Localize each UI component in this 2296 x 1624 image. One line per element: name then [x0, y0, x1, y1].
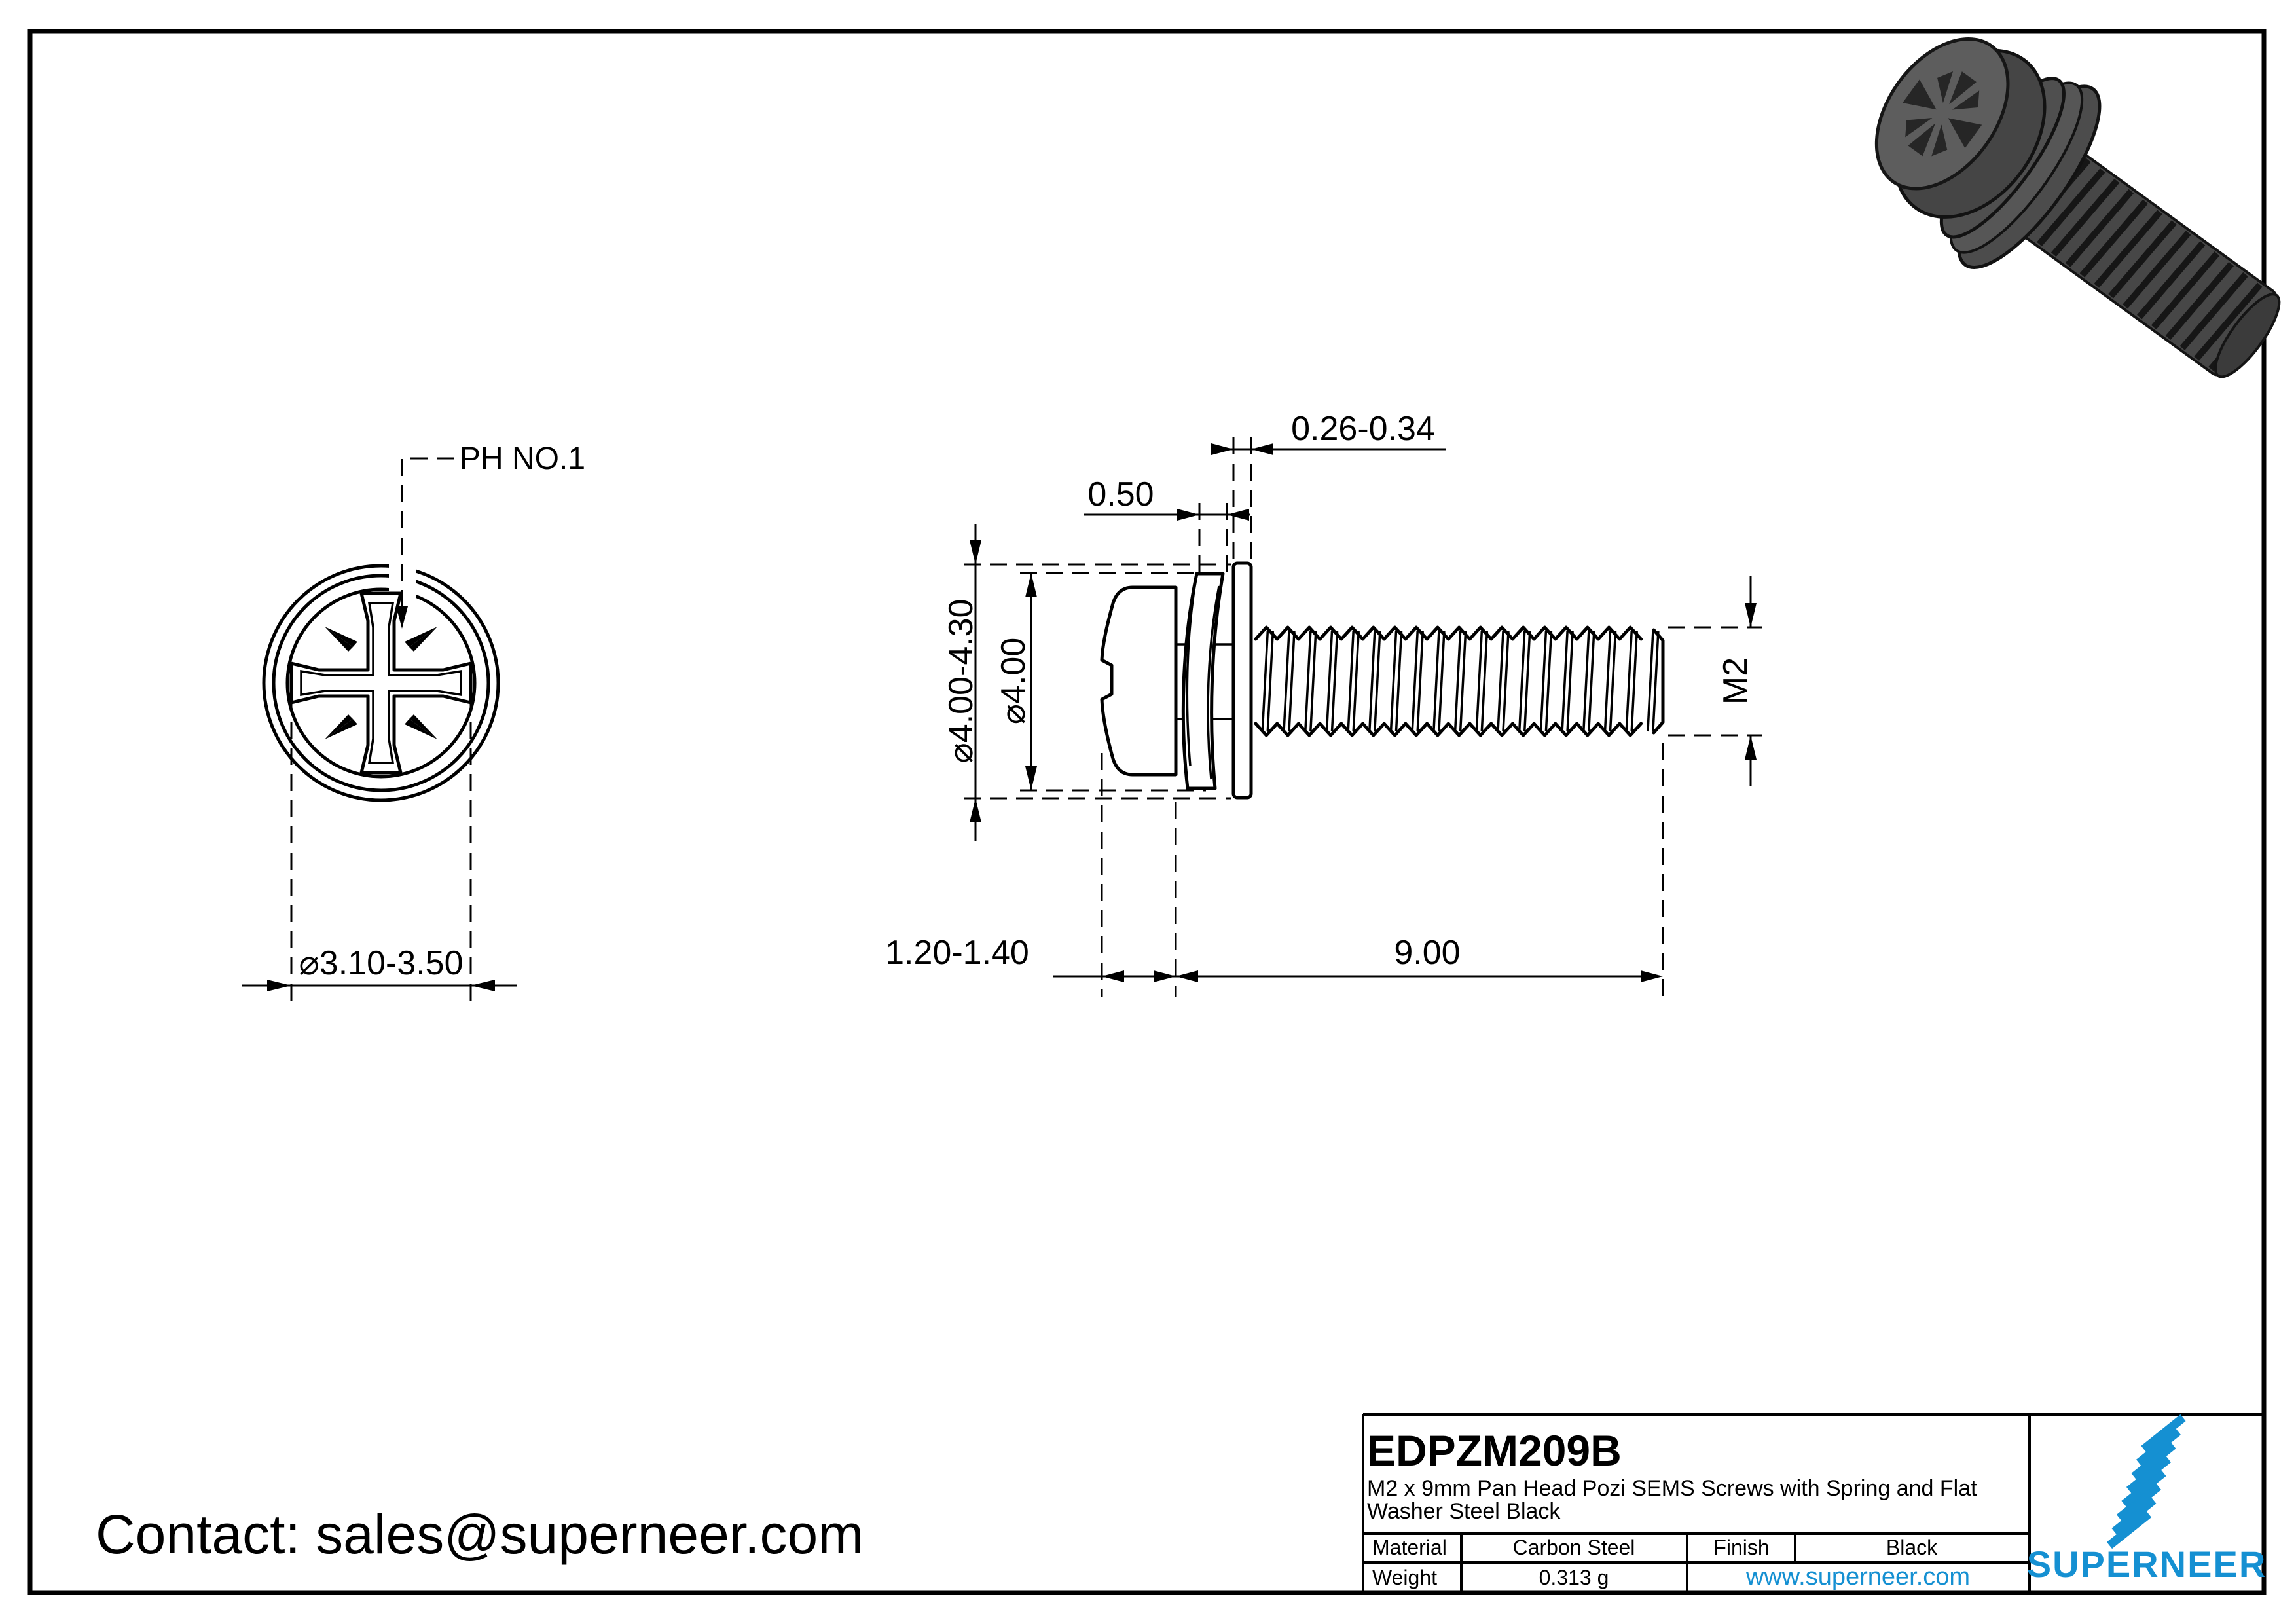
thread-end-chamfer	[1652, 628, 1665, 735]
title-block: EDPZM209B M2 x 9mm Pan Head Pozi SEMS Sc…	[1362, 1413, 2267, 1593]
spring-thk-arrow-left	[1177, 509, 1199, 521]
flat-washer-profile	[1231, 561, 1253, 800]
flat-washer-outline-circle	[262, 564, 500, 802]
thread-length-label: 9.00	[1394, 934, 1460, 972]
recess-dim-arrow-right	[471, 980, 495, 991]
thread-size-label: M2	[1717, 657, 1755, 705]
pan-head-profile	[1100, 585, 1178, 777]
finish-value: Black	[1886, 1536, 1938, 1559]
screw-3d-preview	[1874, 37, 2281, 378]
head-height-arrow-left	[1102, 970, 1124, 982]
superneer-logo: SUPERNEER	[2027, 1414, 2267, 1585]
part-number: EDPZM209B	[1367, 1426, 1622, 1475]
recess-dim-arrow-left	[267, 980, 291, 991]
material-label: Material	[1372, 1536, 1447, 1559]
ph-callout-arrowhead	[396, 606, 408, 629]
flat-thk-label: 0.26-0.34	[1291, 410, 1435, 448]
part-description-line2: Washer Steel Black	[1367, 1499, 1561, 1524]
head-od-arrow-top	[1025, 573, 1037, 597]
screw-tip-3d	[2214, 293, 2281, 378]
thread-size-arrow-top	[1745, 603, 1757, 627]
head-outline-circle	[285, 587, 477, 779]
washer-od-arrow-bottom	[970, 798, 981, 822]
material-value: Carbon Steel	[1513, 1536, 1635, 1559]
ph-callout-label: PH NO.1	[460, 441, 585, 476]
pozi-star-spikes	[325, 627, 437, 739]
head-height-label: 1.20-1.40	[885, 934, 1029, 972]
head-face-3d	[1874, 37, 2010, 191]
part-description-line1: M2 x 9mm Pan Head Pozi SEMS Screws with …	[1367, 1476, 1977, 1501]
flat-thk-arrow-left	[1211, 443, 1233, 455]
side-view: ⌀4.00-4.30 ⌀4.00 0.50 0.26-0.34 M2	[885, 410, 1762, 997]
weight-label: Weight	[1372, 1566, 1437, 1589]
thread-size-arrow-bottom	[1745, 735, 1757, 760]
finish-label: Finish	[1713, 1536, 1769, 1559]
recess-diameter-label: ⌀3.10-3.50	[299, 944, 463, 982]
contact-line: Contact: sales@superneer.com	[96, 1504, 864, 1565]
spring-washer-coil-line	[1207, 585, 1220, 780]
washer-od-label: ⌀4.00-4.30	[942, 599, 980, 763]
spring-thk-arrow-right	[1227, 509, 1249, 521]
weight-value: 0.313 g	[1539, 1566, 1609, 1589]
pozi-cross-inner	[300, 602, 462, 764]
washer-od-arrow-top	[970, 540, 981, 564]
logo-stripes-icon	[2106, 1414, 2186, 1549]
spring-washer-outline-circle	[272, 574, 490, 792]
head-height-arrow-right	[1154, 970, 1176, 982]
website-link[interactable]: www.superneer.com	[1745, 1563, 1970, 1591]
pozi-recess-3d	[1903, 71, 1982, 157]
pozi-cross-outer	[289, 591, 473, 775]
head-od-label: ⌀4.00	[994, 638, 1032, 725]
flat-thk-arrow-right	[1251, 443, 1273, 455]
top-view: PH NO.1 ⌀3.10-3.50	[242, 441, 585, 1001]
brand-name: SUPERNEER	[2027, 1543, 2267, 1585]
page-border	[27, 29, 2267, 1595]
head-od-arrow-bottom	[1025, 766, 1037, 790]
spring-washer-coil-line2	[1186, 581, 1197, 767]
thread-length-arrow-right	[1641, 970, 1663, 982]
spring-thk-label: 0.50	[1087, 475, 1154, 513]
thread-length-arrow-left	[1176, 970, 1198, 982]
threaded-shaft	[1254, 625, 1660, 737]
